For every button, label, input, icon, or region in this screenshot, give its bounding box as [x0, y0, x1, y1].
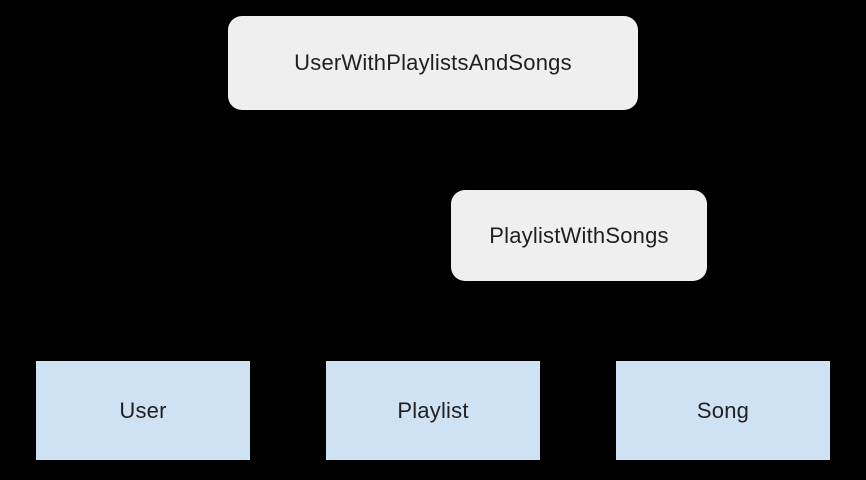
node-song: Song [616, 361, 830, 460]
node-label: User [119, 397, 167, 423]
node-label: PlaylistWithSongs [489, 222, 669, 248]
node-playlist: Playlist [326, 361, 540, 460]
node-user: User [36, 361, 250, 460]
node-label: Playlist [397, 397, 469, 423]
node-label: UserWithPlaylistsAndSongs [294, 50, 572, 75]
node-playlist-with-songs: PlaylistWithSongs [451, 190, 707, 281]
node-label: Song [696, 397, 750, 423]
node-user-with-playlists-and-songs: UserWithPlaylistsAndSongs [228, 16, 638, 110]
